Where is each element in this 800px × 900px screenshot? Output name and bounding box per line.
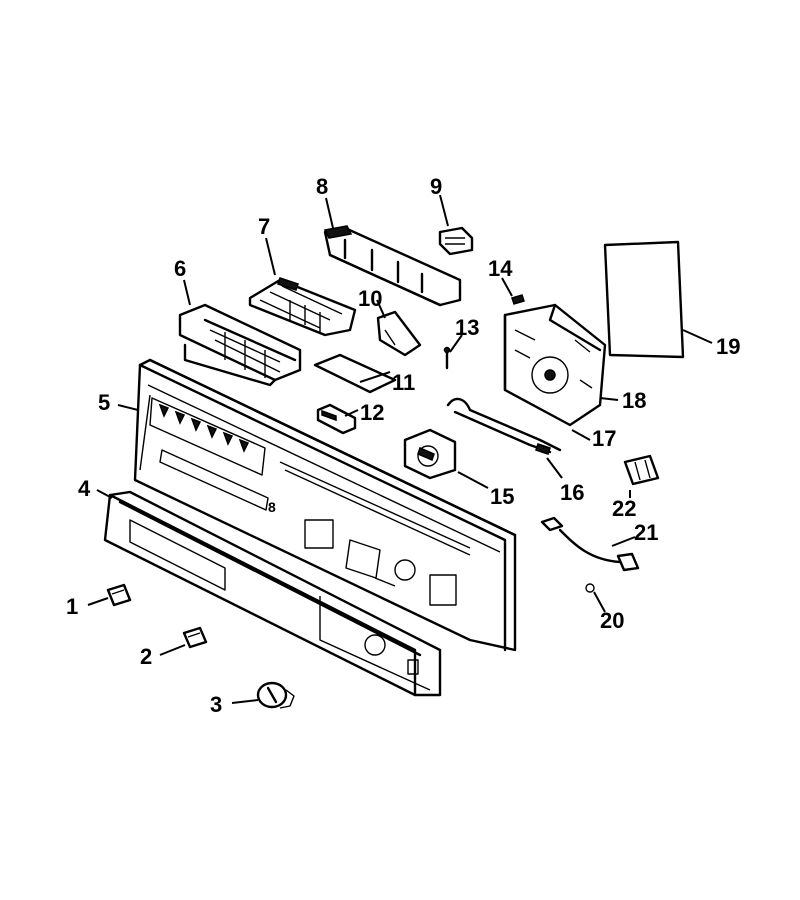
label-7: 7 [258,214,270,239]
part-3-knob [256,681,295,709]
part-19-sheet [603,240,685,359]
part-4-fascia [103,490,442,697]
part-9-connector [438,226,474,256]
label-17: 17 [592,426,616,451]
label-3: 3 [210,692,222,717]
label-14: 14 [488,256,513,281]
label-5: 5 [98,390,110,415]
part-16-wire-harness [446,397,562,455]
label-9: 9 [430,174,442,199]
callout-labels: 1 2 3 4 5 6 7 8 9 10 11 12 13 14 15 16 1… [66,174,740,717]
part-18-timer [503,303,607,427]
label-8: 8 [316,174,328,199]
label-10: 10 [358,286,382,311]
part-21-cable [540,516,640,572]
part-2-button [182,626,208,649]
label-18: 18 [622,388,646,413]
label-21: 21 [634,520,658,545]
part-10-clip [376,310,422,357]
part-8-cover [323,225,462,307]
leader-lines [87,194,713,704]
label-16: 16 [560,480,584,505]
part-5-control-panel: 8 [133,358,517,652]
part-13-pin [443,346,451,370]
part-1-button [106,583,132,607]
label-19: 19 [716,334,740,359]
part-22-rocker-switch [623,454,660,486]
part-14-screw [511,294,525,305]
panel-marking: 8 [268,499,276,515]
part-7-switch-block [248,277,357,337]
part-11-pcb [313,353,397,394]
part-15-selector-switch [403,428,457,480]
label-22: 22 [612,496,636,521]
label-6: 6 [174,256,186,281]
label-4: 4 [78,476,91,501]
label-2: 2 [140,644,152,669]
label-12: 12 [360,400,384,425]
label-11: 11 [392,370,415,395]
label-20: 20 [600,608,624,633]
label-1: 1 [66,594,78,619]
part-12-switch [316,403,357,435]
part-20-washer [585,583,595,593]
label-13: 13 [455,315,479,340]
part-6-bracket [178,303,302,387]
label-15: 15 [490,484,514,509]
